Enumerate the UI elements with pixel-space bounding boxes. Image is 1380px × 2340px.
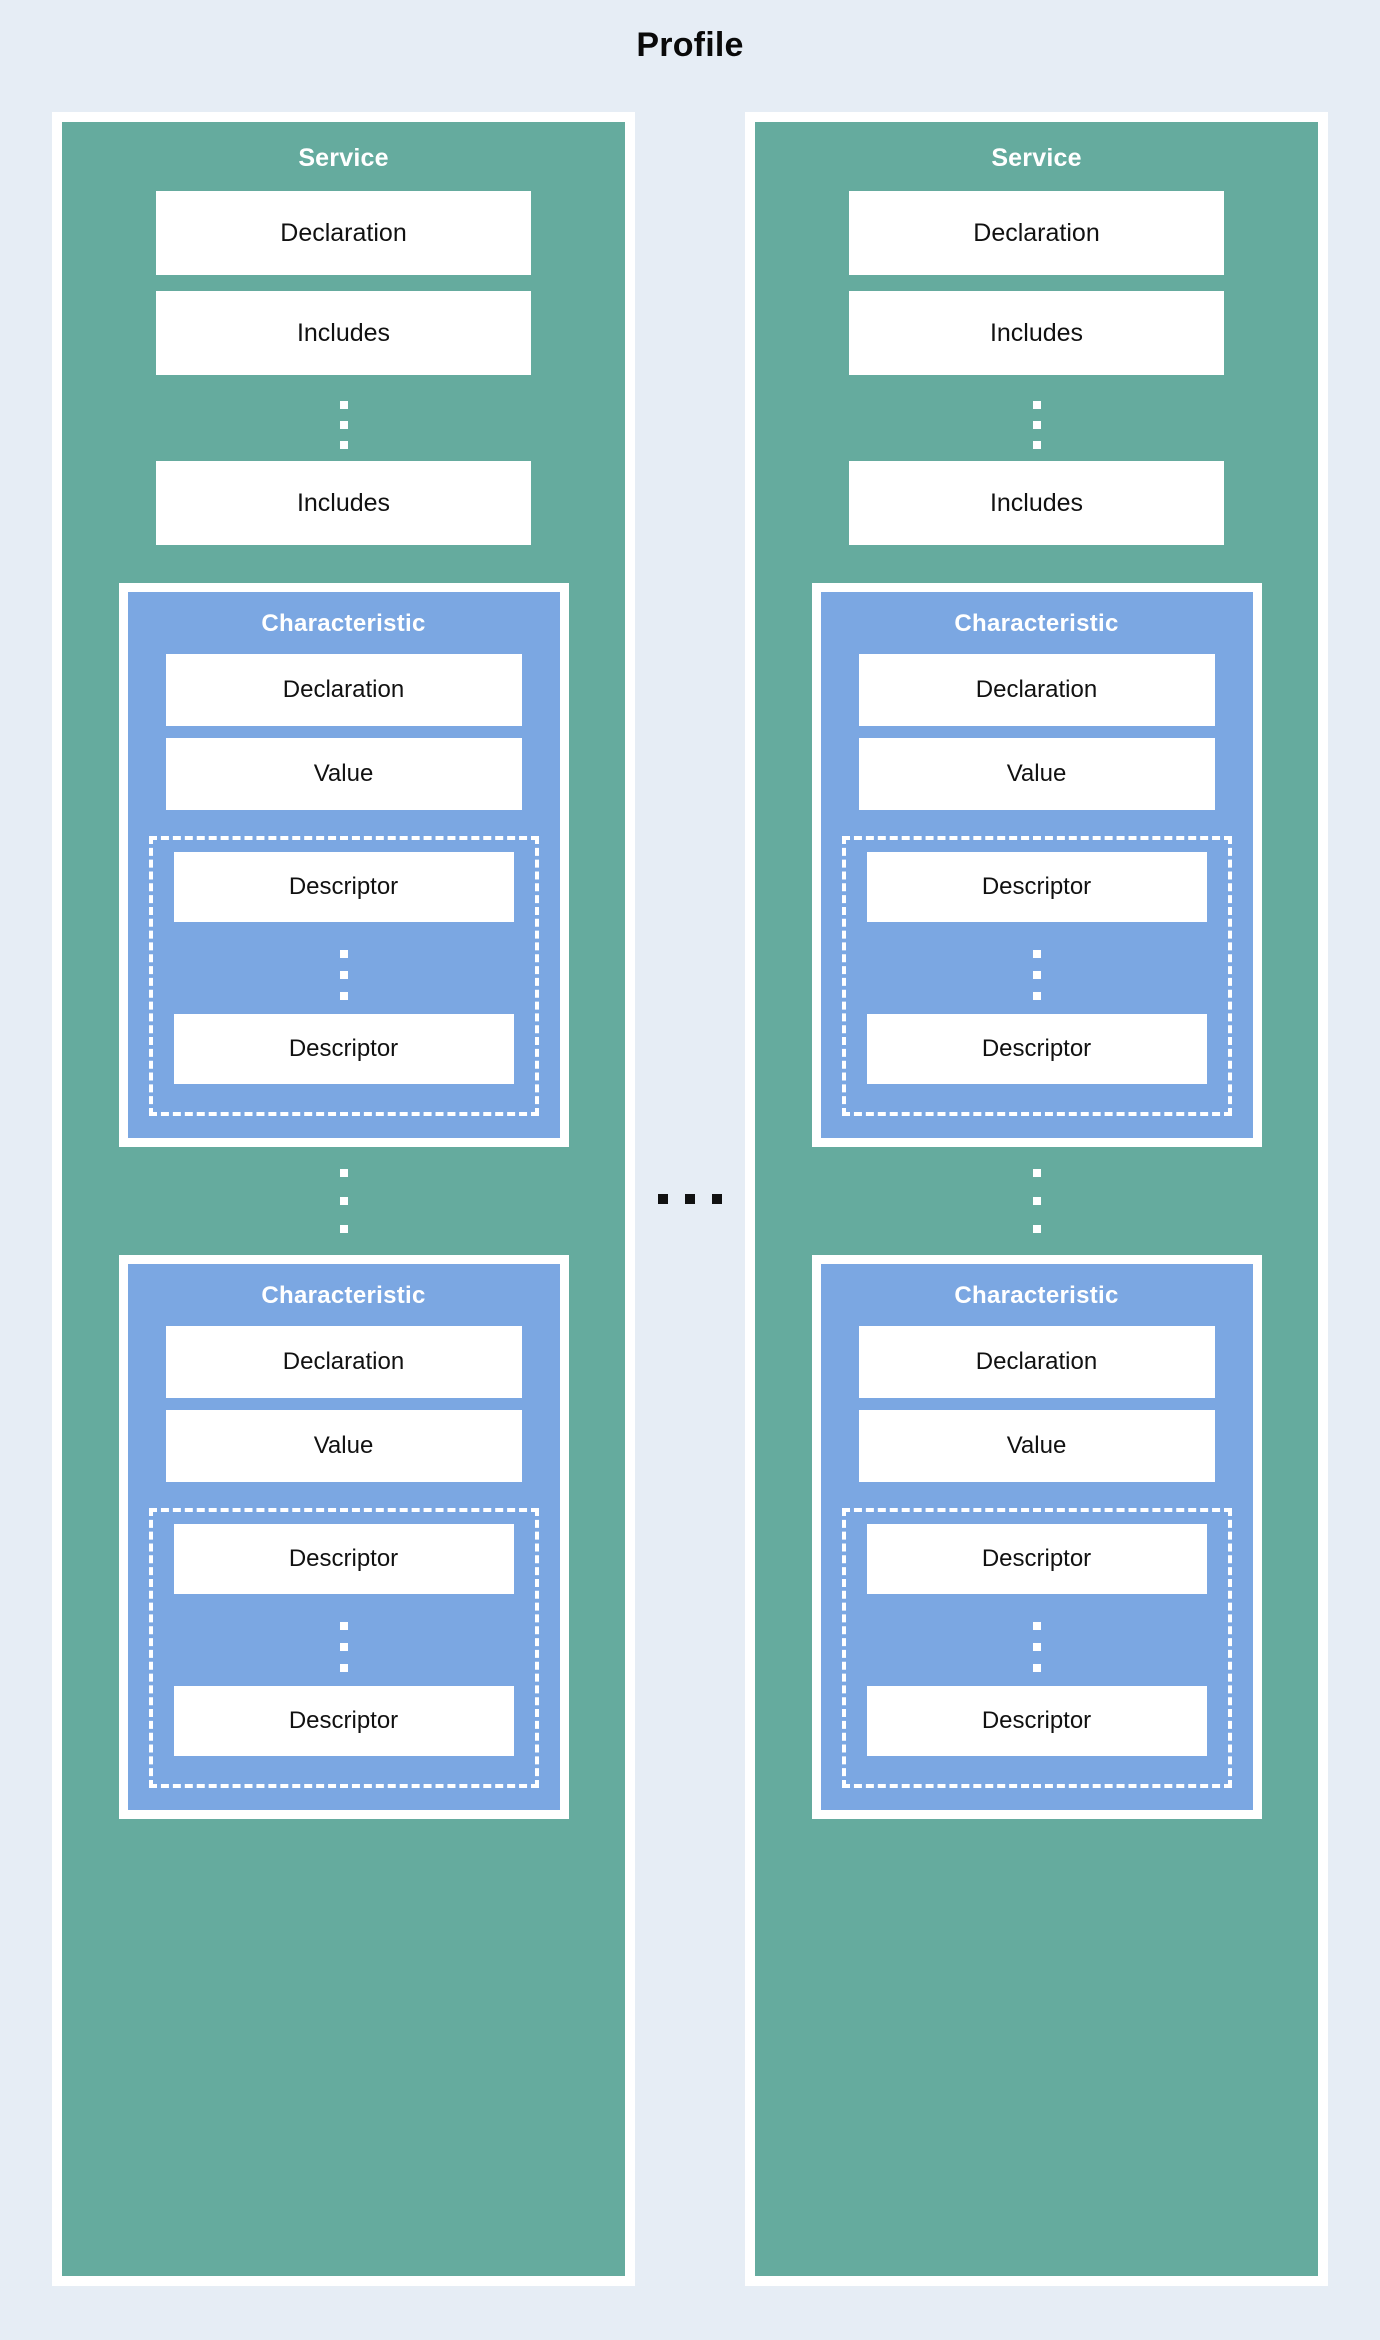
descriptor-group: Descriptor Descriptor xyxy=(841,836,1232,1116)
descriptor-vertical-ellipsis-icon xyxy=(339,950,348,1000)
ellipsis-dot xyxy=(339,992,348,1000)
ellipsis-dot xyxy=(658,1194,668,1204)
ellipsis-dot xyxy=(339,1622,348,1630)
characteristics-vertical-ellipsis-icon xyxy=(1032,1169,1041,1233)
descriptor-group: Descriptor Descriptor xyxy=(148,1508,539,1788)
characteristic-value-box: Value xyxy=(165,738,522,810)
includes-vertical-ellipsis-icon xyxy=(339,401,348,449)
includes-vertical-ellipsis-icon xyxy=(1032,401,1041,449)
ellipsis-dot xyxy=(339,971,348,979)
descriptor-box-last: Descriptor xyxy=(866,1686,1207,1756)
characteristic-value-box: Value xyxy=(858,738,1215,810)
ellipsis-dot xyxy=(685,1194,695,1204)
characteristic-block-2: Characteristic Declaration Value Descrip… xyxy=(118,1255,569,1819)
ellipsis-dot xyxy=(339,441,348,449)
descriptor-box-last: Descriptor xyxy=(173,1686,514,1756)
service-block-2: Service Declaration Includes Includes Ch… xyxy=(745,112,1328,2286)
services-horizontal-ellipsis-icon xyxy=(643,1194,737,1204)
ellipsis-dot xyxy=(339,1225,348,1233)
ellipsis-dot xyxy=(1032,950,1041,958)
descriptor-box-first: Descriptor xyxy=(866,1524,1207,1594)
ellipsis-dot xyxy=(1032,1622,1041,1630)
services-container: Service Declaration Includes Includes Ch… xyxy=(52,112,1328,2286)
page-title: Profile xyxy=(636,26,744,64)
descriptor-vertical-ellipsis-icon xyxy=(1032,950,1041,1000)
ellipsis-dot xyxy=(1032,992,1041,1000)
service-includes-box-last: Includes xyxy=(156,461,531,545)
ellipsis-dot xyxy=(339,1643,348,1651)
characteristic-title: Characteristic xyxy=(954,610,1119,637)
ellipsis-dot xyxy=(1032,1169,1041,1177)
descriptor-vertical-ellipsis-icon xyxy=(1032,1622,1041,1672)
ellipsis-dot xyxy=(339,950,348,958)
ellipsis-dot xyxy=(1032,1197,1041,1205)
ellipsis-dot xyxy=(1032,401,1041,409)
characteristic-value-box: Value xyxy=(858,1410,1215,1482)
characteristics-vertical-ellipsis-icon xyxy=(339,1169,348,1233)
descriptor-box-first: Descriptor xyxy=(173,1524,514,1594)
ellipsis-dot xyxy=(1032,1643,1041,1651)
characteristic-declaration-box: Declaration xyxy=(165,1326,522,1398)
service-includes-box-last: Includes xyxy=(849,461,1224,545)
service-title: Service xyxy=(298,144,389,172)
characteristic-value-box: Value xyxy=(165,1410,522,1482)
ellipsis-dot xyxy=(1032,421,1041,429)
descriptor-box-first: Descriptor xyxy=(866,852,1207,922)
descriptor-box-first: Descriptor xyxy=(173,852,514,922)
descriptor-box-last: Descriptor xyxy=(173,1014,514,1084)
ellipsis-dot xyxy=(712,1194,722,1204)
service-block-1: Service Declaration Includes Includes Ch… xyxy=(52,112,635,2286)
characteristic-block-1: Characteristic Declaration Value Descrip… xyxy=(118,583,569,1147)
ellipsis-dot xyxy=(339,1169,348,1177)
characteristic-title: Characteristic xyxy=(261,1282,426,1309)
descriptor-box-last: Descriptor xyxy=(866,1014,1207,1084)
ellipsis-dot xyxy=(339,401,348,409)
ellipsis-dot xyxy=(339,1664,348,1672)
ellipsis-dot xyxy=(339,1197,348,1205)
ellipsis-dot xyxy=(1032,1664,1041,1672)
ellipsis-dot xyxy=(339,421,348,429)
descriptor-group: Descriptor Descriptor xyxy=(841,1508,1232,1788)
characteristic-title: Characteristic xyxy=(954,1282,1119,1309)
descriptor-vertical-ellipsis-icon xyxy=(339,1622,348,1672)
ellipsis-dot xyxy=(1032,971,1041,979)
characteristic-declaration-box: Declaration xyxy=(858,1326,1215,1398)
service-includes-box-first: Includes xyxy=(849,291,1224,375)
characteristic-declaration-box: Declaration xyxy=(165,654,522,726)
service-declaration-box: Declaration xyxy=(156,191,531,275)
descriptor-group: Descriptor Descriptor xyxy=(148,836,539,1116)
characteristic-block-2: Characteristic Declaration Value Descrip… xyxy=(811,1255,1262,1819)
service-includes-box-first: Includes xyxy=(156,291,531,375)
ellipsis-dot xyxy=(1032,441,1041,449)
service-declaration-box: Declaration xyxy=(849,191,1224,275)
characteristic-title: Characteristic xyxy=(261,610,426,637)
service-title: Service xyxy=(991,144,1082,172)
characteristic-declaration-box: Declaration xyxy=(858,654,1215,726)
characteristic-block-1: Characteristic Declaration Value Descrip… xyxy=(811,583,1262,1147)
ellipsis-dot xyxy=(1032,1225,1041,1233)
